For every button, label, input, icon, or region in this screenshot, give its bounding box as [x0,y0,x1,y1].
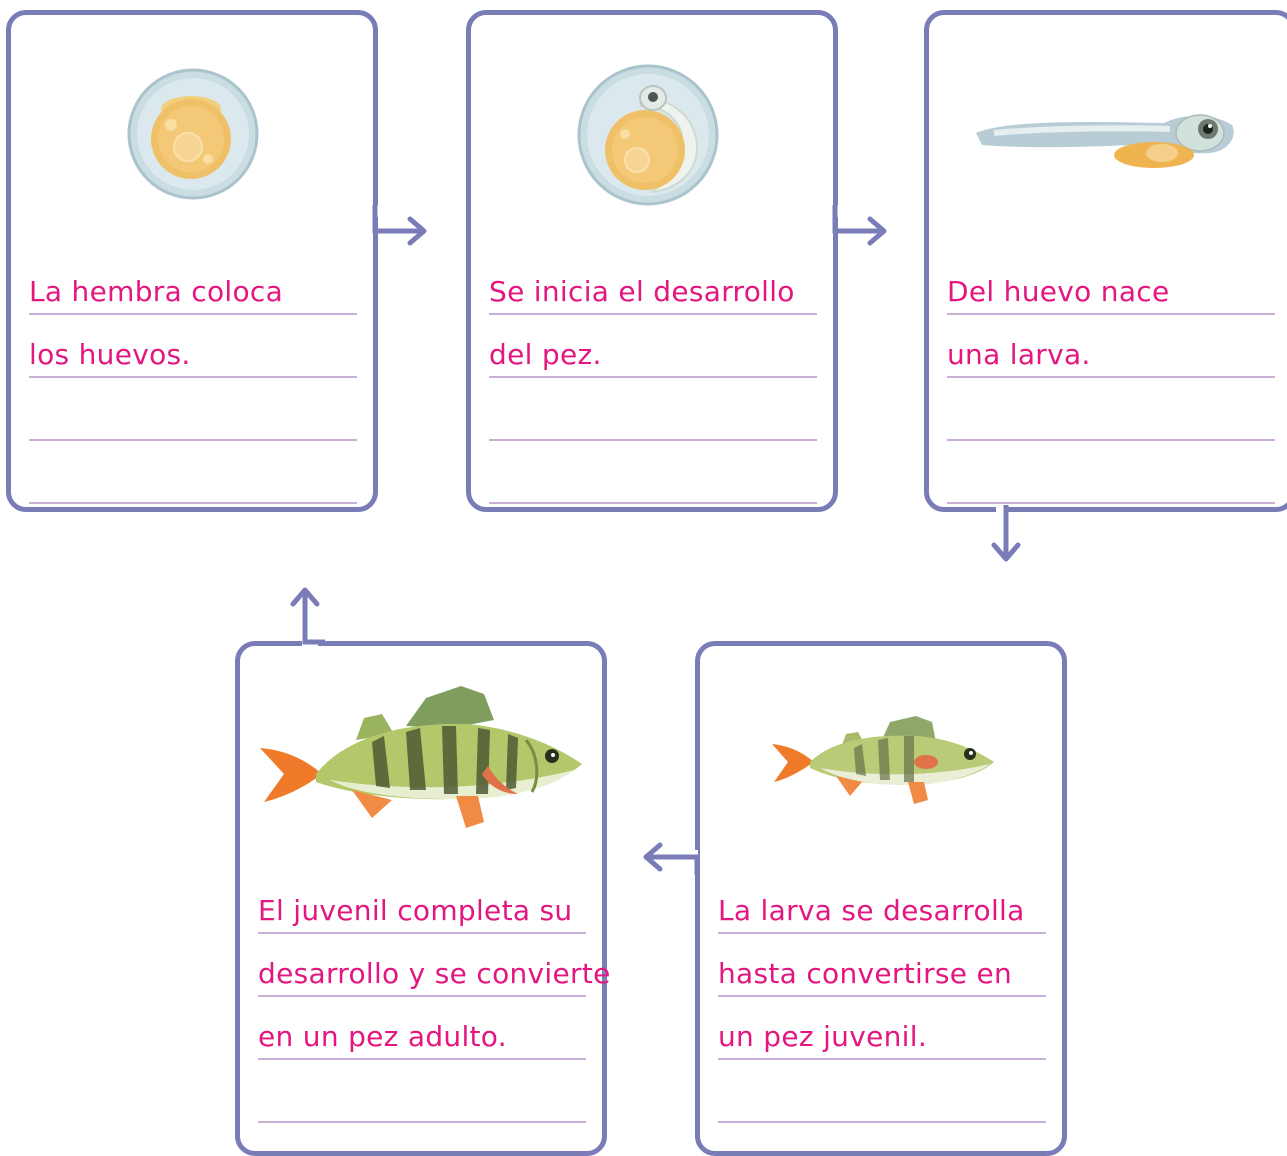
arrow-down-icon [991,505,1021,562]
stage-text: Del huevo nace [947,275,1170,308]
ruled-line [29,441,357,504]
ruled-line: Del huevo nace [947,252,1275,315]
fish-egg-icon [127,68,259,200]
text-lines: Se inicia el desarrollo del pez. [489,252,817,504]
ruled-line [947,378,1275,441]
stage-text: La larva se desarrolla [718,894,1025,927]
text-lines: La larva se desarrolla hasta convertirse… [718,871,1046,1123]
ruled-line: hasta convertirse en [718,934,1046,997]
ruled-line: La hembra coloca [29,252,357,315]
stage-text: un pez juvenil. [718,1020,928,1053]
arrow-right-icon [372,205,427,246]
ruled-line: en un pez adulto. [258,997,586,1060]
stage-text: del pez. [489,338,602,371]
ruled-line: una larva. [947,315,1275,378]
ruled-line: El juvenil completa su [258,871,586,934]
stage-card-embryo: Se inicia el desarrollo del pez. [466,10,838,512]
ruled-line: un pez juvenil. [718,997,1046,1060]
ruled-line [29,378,357,441]
stage-text: una larva. [947,338,1091,371]
stage-card-adult: El juvenil completa su desarrollo y se c… [235,641,610,1156]
stage-text: El juvenil completa su [258,894,573,927]
ruled-line [947,441,1275,504]
ruled-line [718,1060,1046,1123]
stage-card-larva: Del huevo nace una larva. [924,10,1287,512]
ruled-line [489,441,817,504]
text-lines: Del huevo nace una larva. [947,252,1275,504]
ruled-line [489,378,817,441]
stage-card-eggs: La hembra coloca los huevos. [6,10,378,512]
juvenile-perch-icon [772,716,994,804]
text-lines: La hembra coloca los huevos. [29,252,357,504]
ruled-line [258,1060,586,1123]
ruled-line: los huevos. [29,315,357,378]
ruled-line: Se inicia el desarrollo [489,252,817,315]
ruled-line: La larva se desarrolla [718,871,1046,934]
arrow-right-icon [832,205,887,246]
adult-perch-icon [260,686,582,828]
stage-text: Se inicia el desarrollo [489,275,795,308]
stage-text: La hembra coloca [29,275,284,308]
arrow-left-icon [643,842,700,875]
stage-text: hasta convertirse en [718,957,1013,990]
stage-text: los huevos. [29,338,191,371]
arrow-up-icon [290,587,325,645]
stage-text: desarrollo y se convierte [258,957,611,990]
border-gap [996,505,1008,513]
larva-icon [976,114,1234,168]
ruled-line: del pez. [489,315,817,378]
ruled-line: desarrollo y se convierte [258,934,610,997]
text-lines: El juvenil completa su desarrollo y se c… [258,871,610,1123]
developing-embryo-icon [577,64,719,206]
stage-text: en un pez adulto. [258,1020,507,1053]
stage-card-juvenile: La larva se desarrolla hasta convertirse… [695,641,1067,1156]
